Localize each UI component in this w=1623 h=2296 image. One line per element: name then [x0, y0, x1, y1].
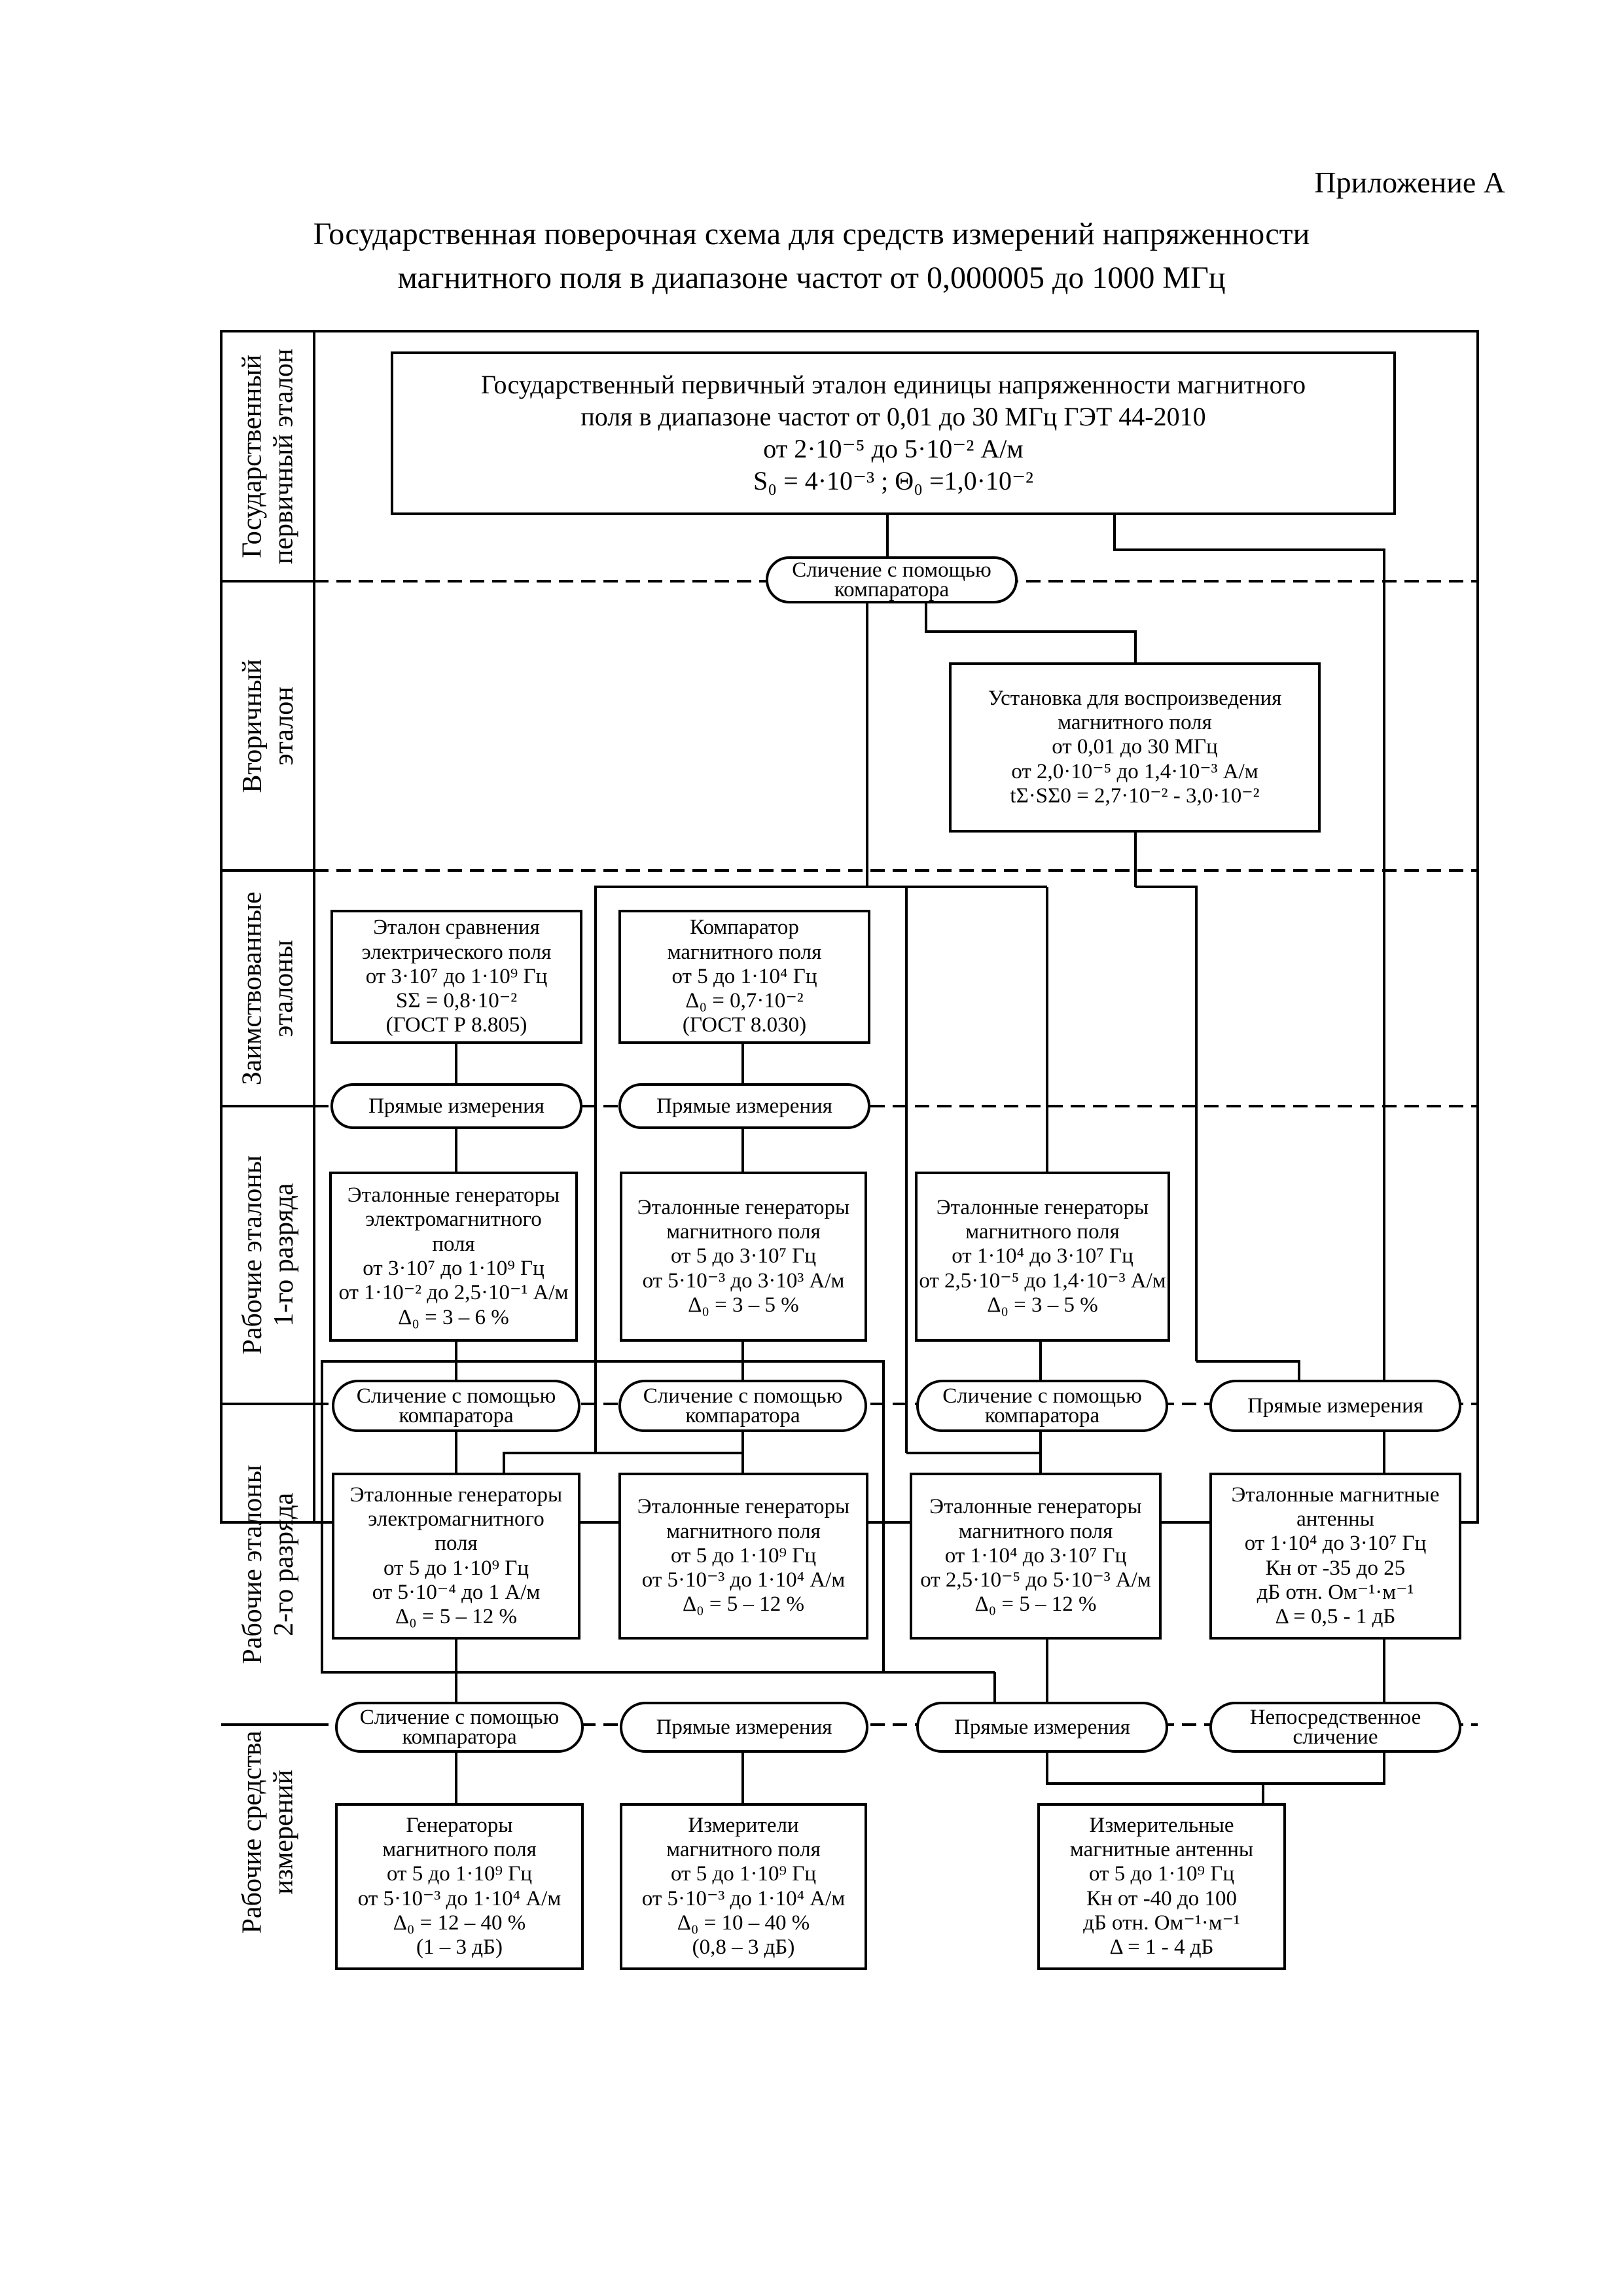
working1-em-generators-box: Эталонные генераторы электромагнитного п…	[329, 1172, 578, 1342]
borrowed-electric-field-standard-box: Эталон сравнения электрического поля от …	[330, 910, 582, 1044]
working2-magnetic-antennas-box: Эталонные магнитные антенны от 1·10⁴ до …	[1209, 1473, 1461, 1640]
instrument-field-meters-box: Измерители магнитного поля от 5 до 1·10⁹…	[620, 1803, 867, 1970]
instrument-magnetic-antennas-box: Измерительные магнитные антенны от 5 до …	[1037, 1803, 1286, 1970]
pill-direct-measurement-1: Прямые измерения	[330, 1083, 582, 1129]
borrowed-magnetic-comparator-box: Компаратор магнитного поля от 5 до 1·10⁴…	[618, 910, 870, 1044]
pill-direct-measurement-2: Прямые измерения	[618, 1083, 870, 1129]
working1-magnetic-generators-hf-box: Эталонные генераторы магнитного поля от …	[915, 1172, 1170, 1342]
page-title-line-1: Государственная поверочная схема для сре…	[313, 217, 1310, 251]
primary-standard-box: Государственный первичный эталон единицы…	[391, 351, 1396, 515]
instrument-generators-box: Генераторы магнитного поля от 5 до 1·10⁹…	[335, 1803, 584, 1970]
secondary-standard-box: Установка для воспроизведения магнитного…	[949, 662, 1321, 833]
pill-direct-measurement-w2-b: Прямые измерения	[620, 1702, 868, 1753]
working2-magnetic-generators-hf-box: Эталонные генераторы магнитного поля от …	[910, 1473, 1162, 1640]
working2-em-generators-box: Эталонные генераторы электромагнитного п…	[332, 1473, 580, 1640]
pill-direct-measurement-w2-c: Прямые измерения	[916, 1702, 1168, 1753]
working2-magnetic-generators-box: Эталонные генераторы магнитного поля от …	[618, 1473, 868, 1640]
working1-magnetic-generators-box: Эталонные генераторы магнитного поля от …	[620, 1172, 867, 1342]
appendix-label: Приложение А	[1314, 166, 1505, 199]
page-title-line-2: магнитного поля в диапазоне частот от 0,…	[397, 260, 1226, 295]
pill-direct-measurement-w1-d: Прямые измерения	[1209, 1380, 1461, 1432]
